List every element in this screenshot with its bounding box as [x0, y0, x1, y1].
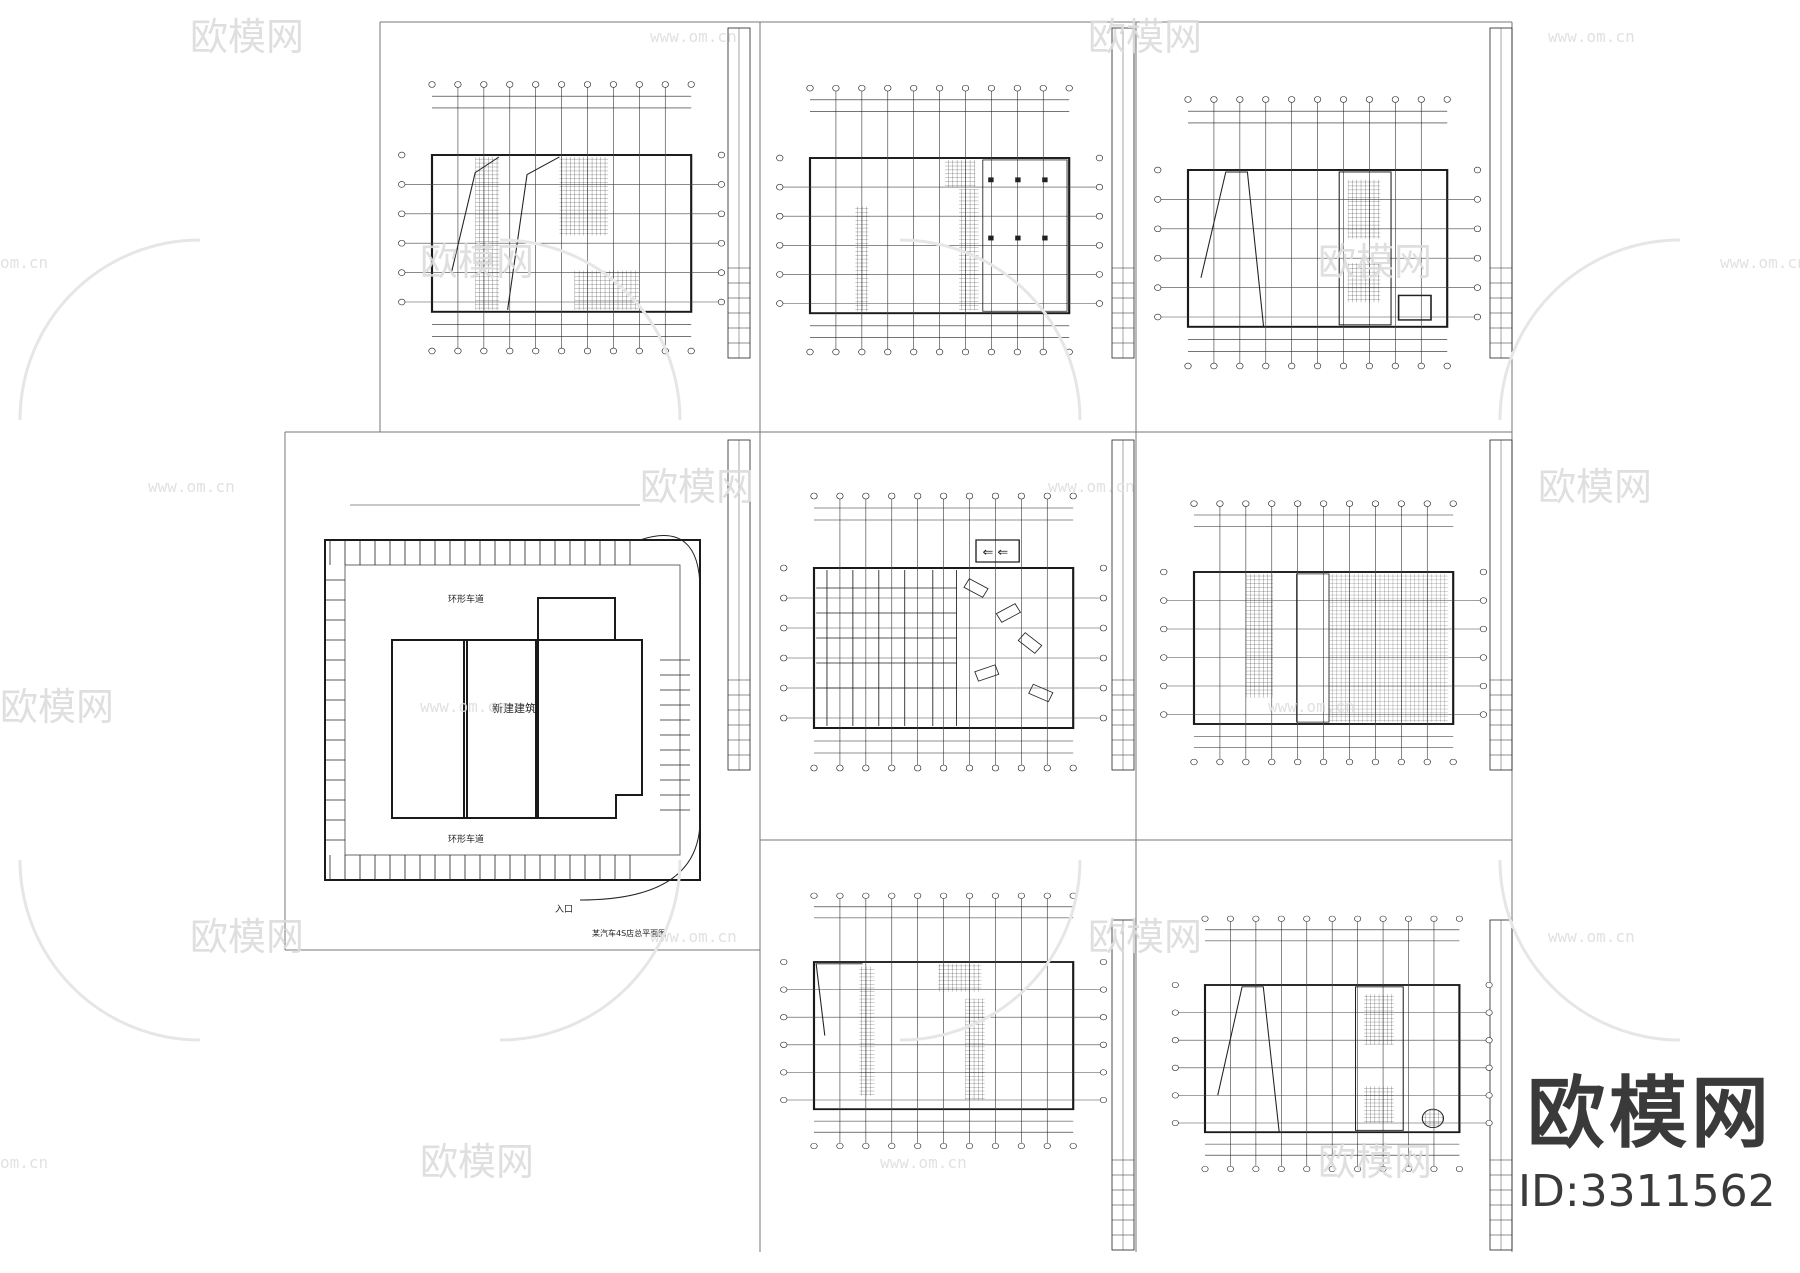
watermark-url: om.cn: [0, 253, 48, 272]
site-road-label: 环形车道: [448, 593, 484, 605]
site-road-label-2: 环形车道: [448, 833, 484, 845]
site-building-label: 新建建筑: [492, 701, 536, 715]
watermark-url: www.om.cn: [650, 927, 737, 946]
watermark-url: www.om.cn: [1720, 253, 1800, 272]
watermark-url: om.cn: [0, 1153, 48, 1172]
site-plan: 环形车道 环形车道 新建建筑 入口 某汽车4S店总平面图: [324, 504, 701, 938]
floor-plan-3: [1153, 95, 1482, 371]
watermark-brand: 欧模网: [1088, 15, 1202, 59]
watermark-url: www.om.cn: [880, 1153, 967, 1172]
floor-plan-4: ⇐ ⇐: [779, 491, 1108, 773]
watermark-brand: 欧模网: [0, 685, 114, 729]
watermark-brand: 欧模网: [420, 240, 534, 284]
watermark-brand: 欧模网: [1538, 465, 1652, 509]
watermark-brand-texts: 欧模网 欧模网 欧模网 欧模网 欧模网 欧模网 欧模网 欧模网 欧模网 欧模网 …: [0, 15, 1800, 1184]
watermark-brand: 欧模网: [1088, 915, 1202, 959]
watermark-url: www.om.cn: [148, 477, 235, 496]
brand-logo-text: 欧模网: [1526, 1069, 1773, 1159]
floor-plan-7: [1171, 914, 1494, 1173]
watermark-url: www.om.cn: [1548, 27, 1635, 46]
watermark-url: www.om.cn: [650, 27, 737, 46]
watermark-url: www.om.cn: [1548, 927, 1635, 946]
floor-plan-1: [397, 80, 726, 356]
sheet-borders: [284, 21, 1513, 1252]
watermark-brand: 欧模网: [190, 15, 304, 59]
watermark-brand: 欧模网: [1318, 1140, 1432, 1184]
floor-plan-6: [779, 891, 1108, 1150]
floor-plan-2: [775, 84, 1104, 356]
floor-plan-5: [1159, 499, 1488, 766]
site-plan-title: 某汽车4S店总平面图: [592, 928, 666, 938]
watermark-brand: 欧模网: [420, 1140, 534, 1184]
svg-text:⇐ ⇐: ⇐ ⇐: [982, 544, 1008, 558]
watermark-brand: 欧模网: [190, 915, 304, 959]
watermark-brand: 欧模网: [1318, 240, 1432, 284]
watermark-brand: 欧模网: [640, 465, 754, 509]
watermark-url: www.om.cn: [420, 697, 507, 716]
asset-id-label: ID:3311562: [1518, 1166, 1776, 1217]
site-entrance-label: 入口: [555, 904, 573, 915]
watermark-layer: [18, 238, 1681, 1042]
watermark-url: www.om.cn: [1048, 477, 1135, 496]
watermark-url: www.om.cn: [1268, 697, 1355, 716]
